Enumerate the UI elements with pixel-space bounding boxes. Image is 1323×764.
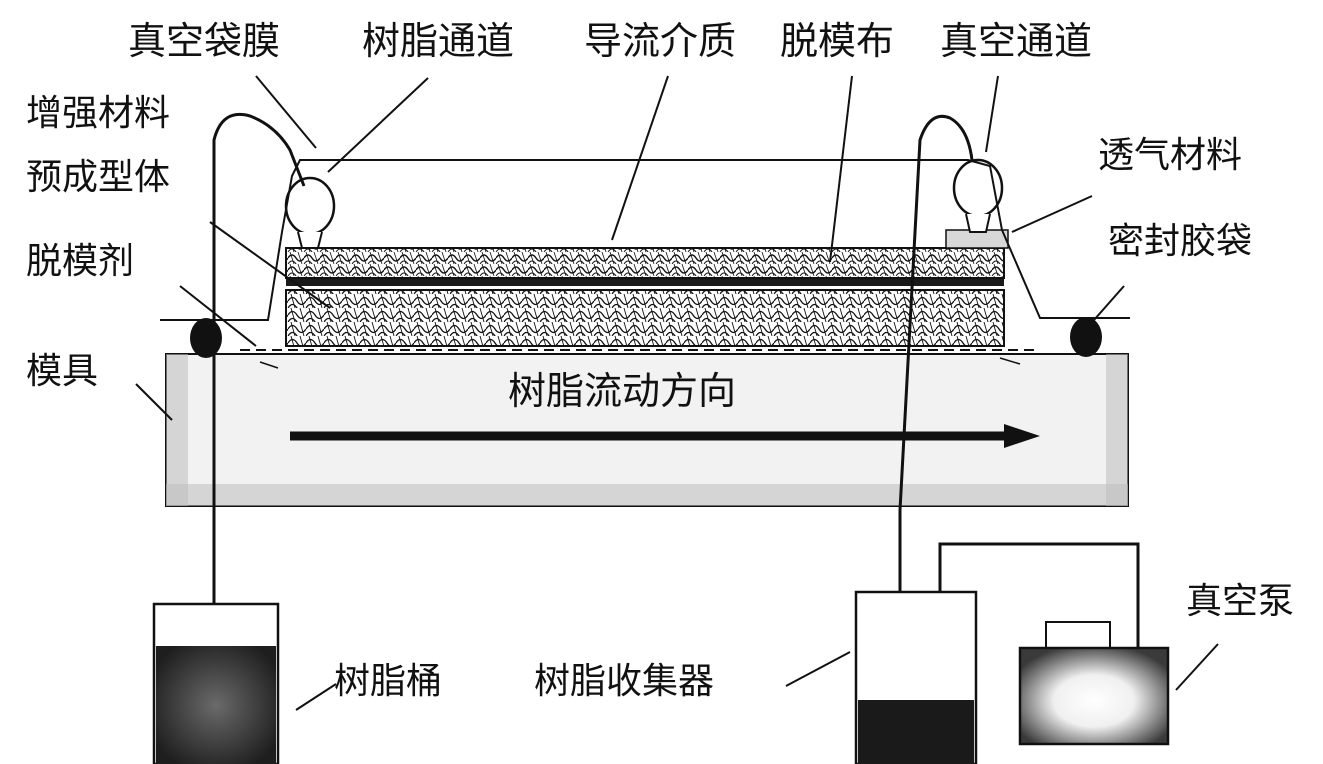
vacuum-outlet-tube [898,114,974,600]
label-flow-medium: 导流介质 [584,19,737,63]
label-resin-flow-direction: 树脂流动方向 [508,369,737,413]
mold [165,353,1129,507]
leader-vacuum-bag-film [255,75,317,149]
label-reinforcement-line1: 增强材料 [26,93,171,134]
leader-mold [135,383,173,421]
vacuum-pump [1018,621,1170,746]
flow-medium [285,247,1005,279]
leader-peel-ply [829,75,853,263]
label-release-agent: 脱模剂 [26,241,135,282]
label-vacuum-bag-film: 真空袋膜 [128,19,281,63]
label-sealant-tape: 密封胶袋 [1108,221,1253,262]
label-vacuum-channel: 真空通道 [940,19,1093,63]
peel-ply [286,278,1004,286]
label-vacuum-pump: 真空泵 [1186,581,1295,622]
sealant-tape-left [190,318,222,358]
label-reinforcement-line2: 预成型体 [26,157,171,198]
resin-collector [854,590,978,764]
leader-lines [135,75,1219,711]
resin-bucket [152,602,280,764]
label-resin-channel: 树脂通道 [362,19,515,63]
leader-resin-collector [785,651,851,687]
vacuum-line [938,542,1140,648]
reinforcement-preform [285,289,1005,347]
resin-inlet-tube [212,113,306,640]
resin-channel [284,176,336,249]
release-agent-layer [240,349,1040,369]
leader-flow-medium [611,75,669,241]
leader-vacuum-channel [985,75,999,153]
sealant-tape-right [1070,317,1102,357]
vacuum-bag-film [160,159,1130,321]
vacuum-channel [952,158,1004,233]
label-resin-bucket: 树脂桶 [334,661,443,702]
leader-vacuum-pump [1175,643,1219,691]
label-resin-collector: 树脂收集器 [534,661,715,702]
leader-breather [1011,195,1093,233]
leader-resin-bucket [295,683,337,711]
label-mold: 模具 [26,351,99,392]
leader-sealant [1093,285,1125,321]
leader-release-agent [179,285,257,347]
label-peel-ply: 脱模布 [780,19,895,63]
label-breather-material: 透气材料 [1098,135,1243,176]
leader-reinforcement [209,221,331,309]
resin-flow-arrow [290,424,1040,448]
leader-resin-channel [327,77,429,173]
